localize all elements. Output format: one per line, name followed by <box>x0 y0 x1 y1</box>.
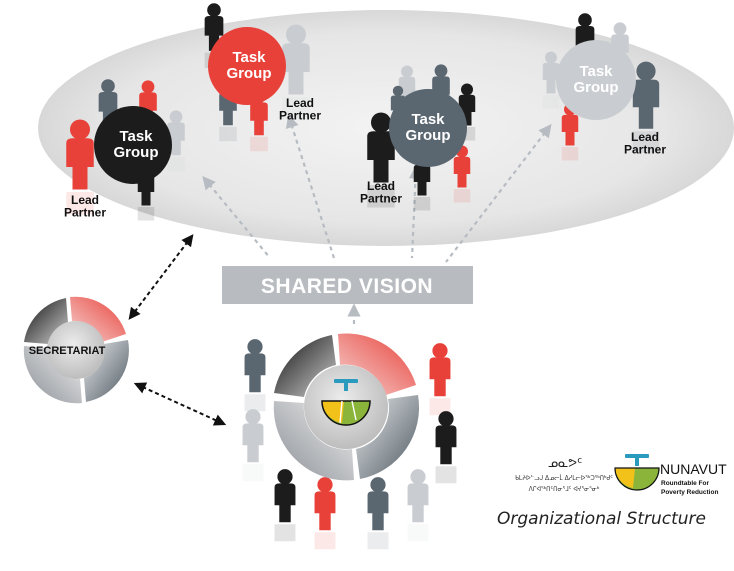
logo-subtitle-1: Roundtable For <box>661 480 709 487</box>
roundtable-ring[interactable] <box>273 333 420 481</box>
person-icon <box>632 61 660 153</box>
logo-name: NUNAVUT <box>660 461 727 477</box>
nunavut-roundtable-logo: ᓄᓇᕗᑦ ᑲᒪᔨᐅᓪᓗᒍ ᐃᓄᓕᒫ ᐃᓱᒪᓕᐅᖅᑐᖅᑎᒃᑯᑦ ᐱᒋᐊᖅᑎᑦᑎᓂᕐ… <box>515 454 727 496</box>
person-icon <box>274 469 296 542</box>
person-icon <box>429 343 451 416</box>
person-icon <box>367 477 389 550</box>
logo-qulliq-icon <box>614 454 660 491</box>
person-icon <box>282 24 310 120</box>
people-figures <box>66 3 660 550</box>
person-icon <box>407 469 429 542</box>
person-icon <box>367 112 395 208</box>
logo-syllabics-line2: ᐱᒋᐊᖅᑎᑦᑎᓂᕐᒧᑦ ᐊᔪᕐᓂᕐᓂᒃ <box>529 486 600 493</box>
secretariat-connectors <box>128 234 227 426</box>
person-icon <box>435 411 457 484</box>
shared-vision-label: SHARED VISION <box>261 275 433 298</box>
qulliq-icon <box>321 379 371 426</box>
logo-subtitle-2: Poverty Reduction <box>661 489 718 496</box>
person-icon <box>242 409 264 482</box>
person-icon <box>244 339 266 412</box>
shared-vision-banner: SHARED VISION <box>222 266 473 304</box>
shared-vision-connectors <box>202 114 552 324</box>
person-icon <box>542 51 560 109</box>
logo-syllabics-title: ᓄᓇᕗᑦ <box>548 456 582 470</box>
person-icon <box>314 477 336 550</box>
secretariat-ring[interactable]: SECRETARIAT <box>23 296 129 404</box>
person-icon <box>66 119 94 215</box>
caption: Organizational Structure <box>497 509 706 529</box>
logo-syllabics-line1: ᑲᒪᔨᐅᓪᓗᒍ ᐃᓄᓕᒫ ᐃᓱᒪᓕᐅᖅᑐᖅᑎᒃᑯᑦ <box>515 474 613 482</box>
secretariat-label: SECRETARIAT <box>29 345 106 357</box>
